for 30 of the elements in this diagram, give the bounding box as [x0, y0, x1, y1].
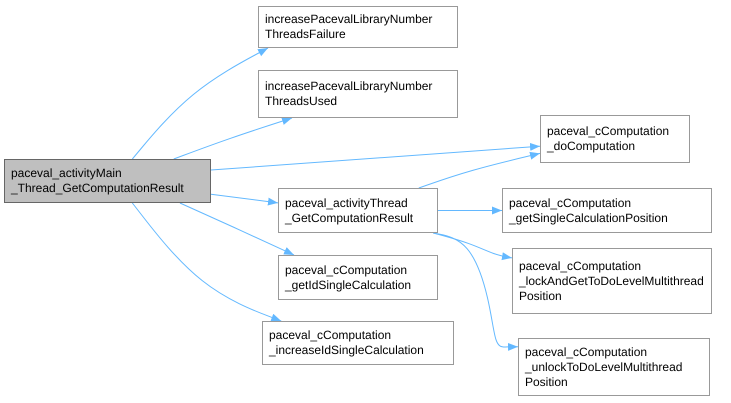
function-name: paceval_cComputation _lockAndGetToDoLevelMultithread Position: [519, 258, 705, 304]
function-box: [258, 70, 458, 118]
function-box: [512, 248, 712, 314]
function-box: [278, 255, 438, 300]
function-box: [518, 338, 710, 396]
arrow: [132, 202, 282, 322]
function-name: paceval_activityThread _GetComputationResult: [285, 196, 414, 226]
arrow: [432, 232, 518, 351]
arrow: [418, 152, 540, 188]
function-name: increasePacevalLibraryNumber ThreadsFailure: [265, 12, 434, 42]
function-box: [262, 321, 454, 365]
arrow: [210, 142, 540, 170]
function-name: paceval_cComputation _doComputation: [547, 124, 670, 154]
arrow: [132, 48, 268, 160]
function-box: [540, 115, 690, 163]
function-box: [278, 188, 438, 233]
function-name: paceval_cComputation _increaseIdSingleCalculation: [269, 328, 425, 358]
function-name: paceval_cComputation _unlockToDoLevelMultithread Position: [525, 344, 684, 390]
function-name: increasePacevalLibraryNumber ThreadsUsed: [265, 79, 434, 109]
arrow: [173, 117, 292, 160]
highlighted-function-box: [4, 159, 211, 203]
function-name: paceval_cComputation _getIdSingleCalculation: [285, 262, 412, 292]
function-name: paceval_cComputation _getSingleCalculationPosition: [509, 196, 669, 226]
arrow: [432, 232, 512, 260]
function-name: paceval_activityMain _Thread_GetComputationResult: [11, 166, 185, 196]
function-box: [502, 188, 712, 233]
arrow: [210, 194, 278, 206]
arrow: [179, 202, 294, 256]
function-box: [258, 6, 458, 48]
arrow: [438, 206, 502, 214]
